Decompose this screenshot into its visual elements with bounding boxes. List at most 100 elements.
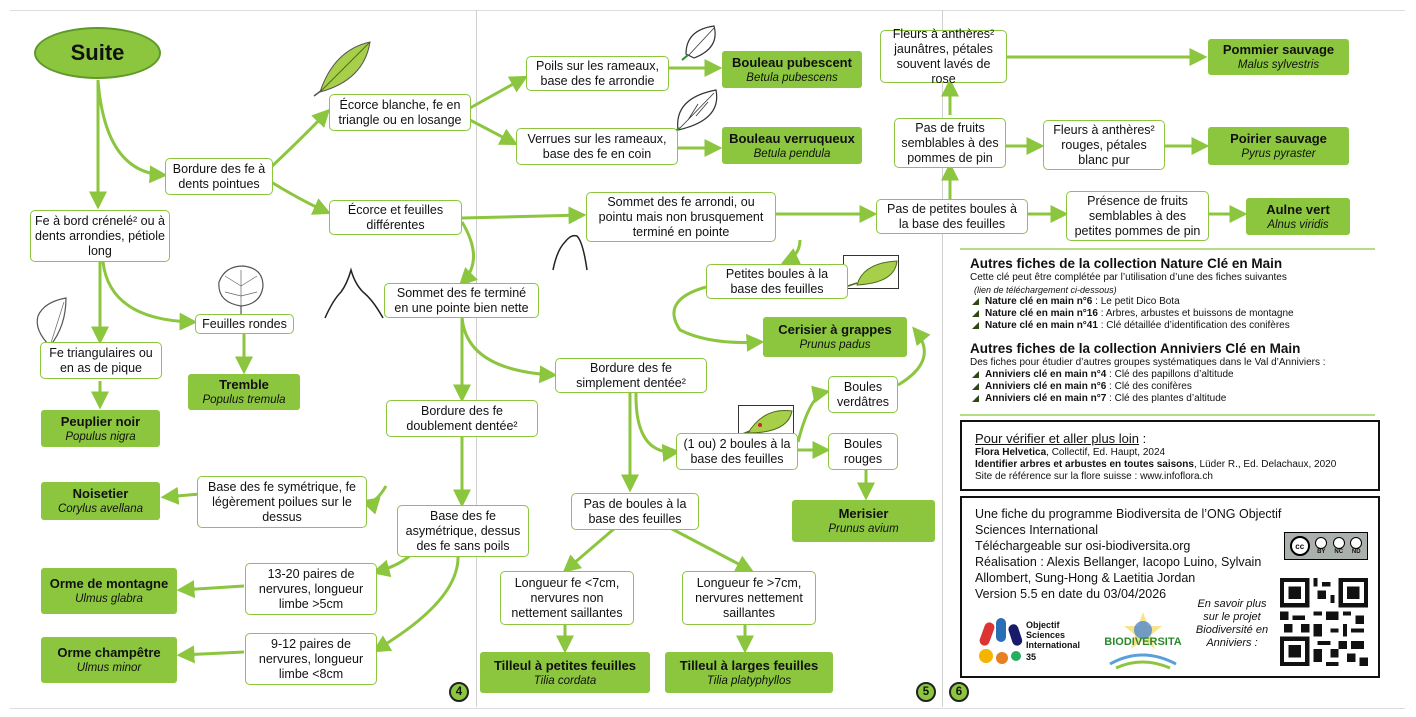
anniviers-item[interactable]: Anniviers clé en main n°7 : Clé des plan… xyxy=(970,393,1370,405)
anniviers-collection-section: Autres fiches de la collection Anniviers… xyxy=(970,341,1370,405)
question-sommet-arrondi[interactable]: Sommet des fe arrondi, ou pointu mais no… xyxy=(586,192,776,242)
question-ecorce-blanche[interactable]: Écorce blanche, fe en triangle ou en los… xyxy=(329,94,471,131)
result-name: Tilleul à larges feuilles xyxy=(679,657,819,673)
nature-link-note: (lien de téléchargement ci-dessous) xyxy=(974,285,1117,295)
cc-by-icon: BY xyxy=(1315,537,1328,555)
question-longueur-plus-7[interactable]: Longueur fe >7cm, nervures nettement sai… xyxy=(682,571,816,625)
result-tilleul-petites-feuilles: Tilleul à petites feuilles Tilia cordata xyxy=(480,652,650,693)
question-fleurs-jaunatres[interactable]: Fleurs à anthères² jaunâtres, pétales so… xyxy=(880,27,1007,86)
question-pas-fruits[interactable]: Pas de fruits semblables à des pommes de… xyxy=(894,118,1006,168)
start-node: Suite xyxy=(34,27,161,79)
question-feuilles-rondes[interactable]: Feuilles rondes xyxy=(195,314,294,334)
cc-nc-icon: NC xyxy=(1332,537,1345,555)
nature-collection-intro: Cette clé peut être complétée par l’util… xyxy=(970,272,1287,283)
result-noisetier: Noisetier Corylus avellana xyxy=(41,482,160,520)
cc-nd-icon: ND xyxy=(1350,537,1363,555)
credits-box: Une fiche du programme Biodiversita de l… xyxy=(960,496,1380,678)
result-name: Pommier sauvage xyxy=(1222,42,1335,57)
question-longueur-moins-7[interactable]: Longueur fe <7cm, nervures non nettement… xyxy=(500,571,634,625)
result-name: Tremble xyxy=(219,377,269,392)
question-verrues[interactable]: Verrues sur les rameaux, base des fe en … xyxy=(516,128,678,165)
result-name: Noisetier xyxy=(72,486,129,501)
cc-license-badge[interactable]: cc BY NC ND xyxy=(1284,532,1368,560)
download-line[interactable]: Téléchargeable sur osi-biodiversita.org xyxy=(975,539,1191,553)
version-line: Version 5.5 en date du 03/04/2026 xyxy=(975,587,1167,601)
question-dents-pointues[interactable]: Bordure des fe à dents pointues xyxy=(165,158,273,195)
question-boules-rouges[interactable]: Boules rouges xyxy=(828,433,898,470)
result-latin: Populus tremula xyxy=(202,394,286,406)
result-tilleul-larges-feuilles: Tilleul à larges feuilles Tilia platyphy… xyxy=(665,652,833,693)
biodiversita-logo-text: BIODIVERSITA xyxy=(1104,636,1182,648)
qr-code-icon[interactable] xyxy=(1280,578,1368,666)
question-symetrique[interactable]: Base des fe symétrique, fe légèrement po… xyxy=(197,476,367,528)
references-content: Pour vérifier et aller plus loin : Flora… xyxy=(975,431,1370,483)
result-name: Orme de montagne xyxy=(49,576,169,591)
result-latin: Tilia platyphyllos xyxy=(706,674,792,687)
anniviers-collection-title: Autres fiches de la collection Anniviers… xyxy=(970,341,1301,356)
references-title: Pour vérifier et aller plus loin xyxy=(975,431,1140,446)
reference-infoflora: Site de référence sur la flore suisse : … xyxy=(975,471,1213,482)
nature-item[interactable]: Nature clé en main n°41 : Clé détaillée … xyxy=(970,320,1370,332)
question-petites-boules[interactable]: Petites boules à la base des feuilles xyxy=(706,264,848,299)
aspen-leaf-icon xyxy=(218,265,264,314)
result-name: Bouleau pubescent xyxy=(732,54,852,70)
result-name: Tilleul à petites feuilles xyxy=(493,657,637,673)
result-latin: Betula pubescens xyxy=(746,71,838,84)
result-name: Orme champêtre xyxy=(57,645,161,660)
bullet-triangle-icon xyxy=(972,310,979,317)
question-paires-9-12[interactable]: 9-12 paires de nervures, longueur limbe … xyxy=(245,633,377,685)
credits-text: Une fiche du programme Biodiversita de l… xyxy=(975,506,1287,602)
question-pas-petites-boules[interactable]: Pas de petites boules à la base des feui… xyxy=(876,199,1028,234)
question-paires-13-20[interactable]: 13-20 paires de nervures, longueur limbe… xyxy=(245,563,377,615)
bullet-triangle-icon xyxy=(972,322,979,329)
program-line: Une fiche du programme Biodiversita de l… xyxy=(975,507,1282,537)
nature-collection-section: Autres fiches de la collection Nature Cl… xyxy=(970,256,1370,332)
result-peuplier-noir: Peuplier noir Populus nigra xyxy=(41,410,160,447)
cc-icon: cc xyxy=(1289,536,1310,556)
question-fleurs-rouges[interactable]: Fleurs à anthères² rouges, pétales blanc… xyxy=(1043,120,1165,170)
fold-line-1 xyxy=(476,10,477,707)
question-boules-1-2[interactable]: (1 ou) 2 boules à la base des feuilles xyxy=(676,433,798,470)
result-aulne-vert: Aulne vert Alnus viridis xyxy=(1246,198,1350,235)
result-latin: Pyrus pyraster xyxy=(1241,148,1316,160)
question-asymetrique[interactable]: Base des fe asymétrique, dessus des fe s… xyxy=(397,505,529,557)
result-bouleau-verruqueux: Bouleau verruqueux Betula pendula xyxy=(722,127,862,164)
references-box: Pour vérifier et aller plus loin : Flora… xyxy=(960,420,1380,491)
page-number-4: 4 xyxy=(449,682,469,702)
fold-line-2 xyxy=(942,10,943,707)
page-number-5: 5 xyxy=(916,682,936,702)
question-poils[interactable]: Poils sur les rameaux, base des fe arron… xyxy=(526,56,669,91)
osi-logo: Objectif Sciences International 35 xyxy=(972,614,1092,668)
question-crenele[interactable]: Fe à bord crénelé² ou à dents arrondies,… xyxy=(30,210,170,262)
result-merisier: Merisier Prunus avium xyxy=(792,500,935,542)
question-presence-fruits[interactable]: Présence de fruits semblables à des peti… xyxy=(1066,191,1209,241)
result-name: Cerisier à grappes xyxy=(778,322,892,337)
reference-identifier-arbres: Identifier arbres et arbustes en toutes … xyxy=(975,459,1337,470)
bullet-triangle-icon xyxy=(972,395,979,402)
question-boules-verdatres[interactable]: Boules verdâtres xyxy=(828,376,898,413)
page-frame xyxy=(10,10,1405,709)
result-name: Merisier xyxy=(838,506,889,521)
result-latin: Tilia cordata xyxy=(533,674,597,687)
anniviers-item[interactable]: Anniviers clé en main n°6 : Clé des coni… xyxy=(970,381,1370,393)
result-latin: Alnus viridis xyxy=(1267,218,1329,231)
result-poirier-sauvage: Poirier sauvage Pyrus pyraster xyxy=(1208,127,1349,165)
question-ecorce-differente[interactable]: Écorce et feuilles différentes xyxy=(329,200,462,235)
birch-leaf-icon xyxy=(313,41,371,97)
question-doublement[interactable]: Bordure des fe doublement dentée² xyxy=(386,400,538,437)
question-simplement[interactable]: Bordure des fe simplement dentée² xyxy=(555,358,707,393)
nature-item[interactable]: Nature clé en main n°16 : Arbres, arbust… xyxy=(970,308,1370,320)
biodiversita-logo-icon xyxy=(1109,612,1177,670)
question-pas-boules[interactable]: Pas de boules à la base des feuilles xyxy=(571,493,699,530)
nature-collection-title: Autres fiches de la collection Nature Cl… xyxy=(970,256,1283,271)
result-cerisier-grappes: Cerisier à grappes Prunus padus xyxy=(763,317,907,357)
question-fe-triangulaires[interactable]: Fe triangulaires ou en as de pique xyxy=(40,342,162,379)
bullet-triangle-icon xyxy=(972,383,979,390)
leaf-gland-icon xyxy=(843,255,899,289)
nature-item[interactable]: Nature clé en main n°6 : Le petit Dico B… xyxy=(970,296,1370,308)
anniviers-item[interactable]: Anniviers clé en main n°4 : Clé des papi… xyxy=(970,369,1370,381)
question-sommet-pointe[interactable]: Sommet des fe terminé en une pointe bien… xyxy=(384,283,539,318)
downy-birch-leaf-icon xyxy=(681,25,716,61)
anniviers-collection-intro: Des fiches pour étudier d’autres groupes… xyxy=(970,357,1326,368)
